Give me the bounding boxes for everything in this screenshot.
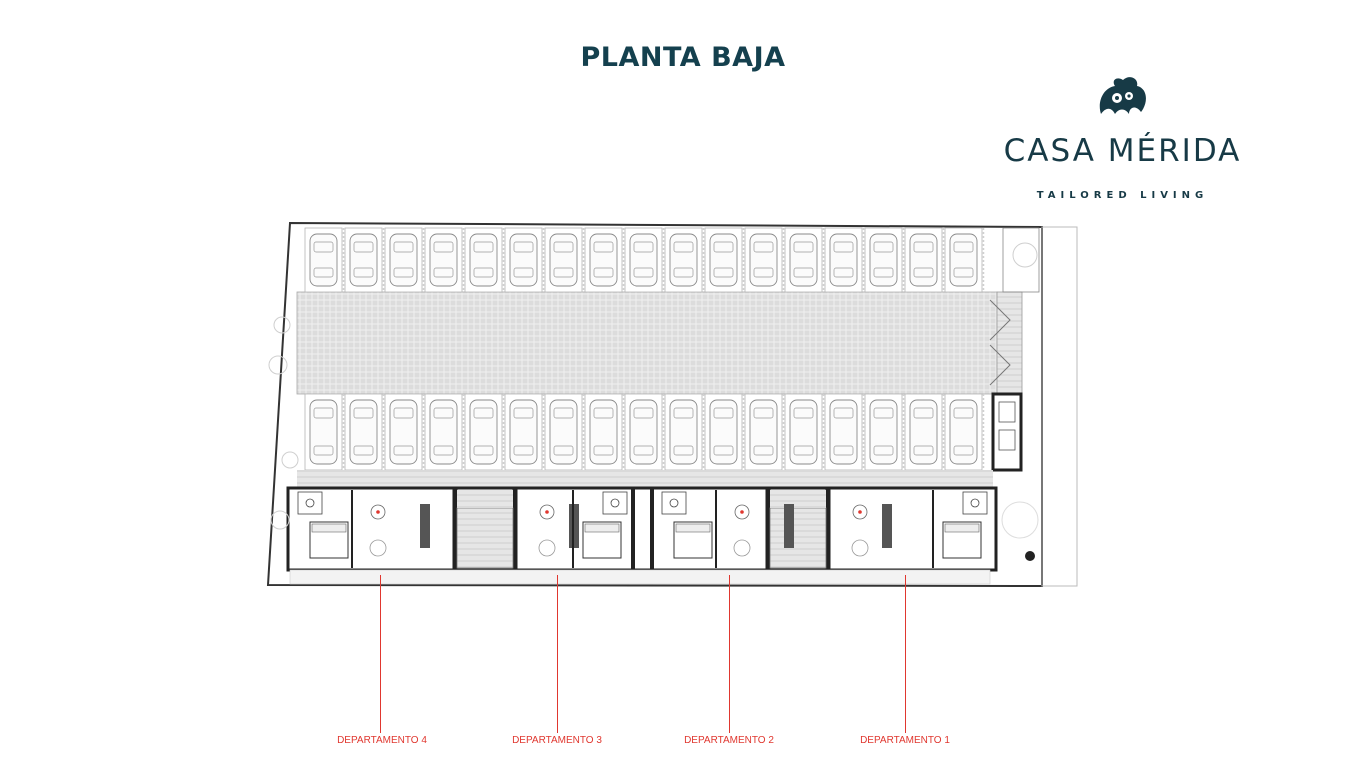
brand-name: CASA MÉRIDA [1003, 133, 1242, 169]
parking-space [744, 393, 785, 471]
parking-space [464, 227, 505, 293]
planting-strip [289, 569, 991, 585]
entry-ramp [989, 291, 1023, 395]
parking-space [504, 227, 545, 293]
parking-space [424, 393, 465, 471]
parking-row-top [304, 227, 985, 293]
label-departamento-2: DEPARTAMENTO 2 [684, 735, 774, 746]
unit-layouts [297, 490, 988, 568]
crest-icon [1099, 77, 1146, 114]
parking-space [344, 227, 385, 293]
parking-space [824, 227, 865, 293]
parking-space [784, 393, 825, 471]
unit-interior [851, 490, 988, 568]
parking-space [504, 393, 545, 471]
parking-space [664, 227, 705, 293]
service-core [991, 227, 1040, 472]
leader-line-departamento-2 [729, 575, 730, 733]
parking-space [624, 393, 665, 471]
casa-merida-logo: CASA MÉRIDA TAILORED LIVING [950, 70, 1295, 210]
unit-interior [661, 490, 794, 568]
parking-space [304, 227, 345, 293]
parking-space [944, 227, 985, 293]
parking-space [944, 393, 985, 471]
parking-space [664, 393, 705, 471]
parking-space [344, 393, 385, 471]
brand-tagline: TAILORED LIVING [1036, 190, 1209, 201]
leader-line-departamento-3 [557, 575, 558, 733]
walkway [297, 470, 993, 488]
parking-space [424, 227, 465, 293]
leader-line-departamento-4 [380, 575, 381, 733]
parking-space [904, 227, 945, 293]
parking-space [624, 227, 665, 293]
label-departamento-4: DEPARTAMENTO 4 [337, 735, 427, 746]
parking-space [384, 393, 425, 471]
parking-space [464, 393, 505, 471]
parking-space [304, 393, 345, 471]
parking-space [584, 393, 625, 471]
unit-interior [538, 490, 628, 568]
page-title: PLANTA BAJA [580, 42, 786, 73]
leader-line-departamento-1 [905, 575, 906, 733]
driveway [296, 291, 998, 395]
parking-space [784, 227, 825, 293]
parking-space [824, 393, 865, 471]
parking-space [704, 393, 745, 471]
parking-space [544, 227, 585, 293]
parking-space [544, 393, 585, 471]
parking-space [864, 393, 905, 471]
apartments-block [286, 486, 998, 572]
parking-space [744, 227, 785, 293]
unit-interior [297, 490, 430, 568]
parking-row-bottom [304, 393, 985, 471]
left-garden [268, 242, 1039, 561]
parking-space [864, 227, 905, 293]
parking-space [384, 227, 425, 293]
label-departamento-1: DEPARTAMENTO 1 [860, 735, 950, 746]
label-departamento-3: DEPARTAMENTO 3 [512, 735, 602, 746]
parking-space [584, 227, 625, 293]
parking-space [904, 393, 945, 471]
parking-space [704, 227, 745, 293]
